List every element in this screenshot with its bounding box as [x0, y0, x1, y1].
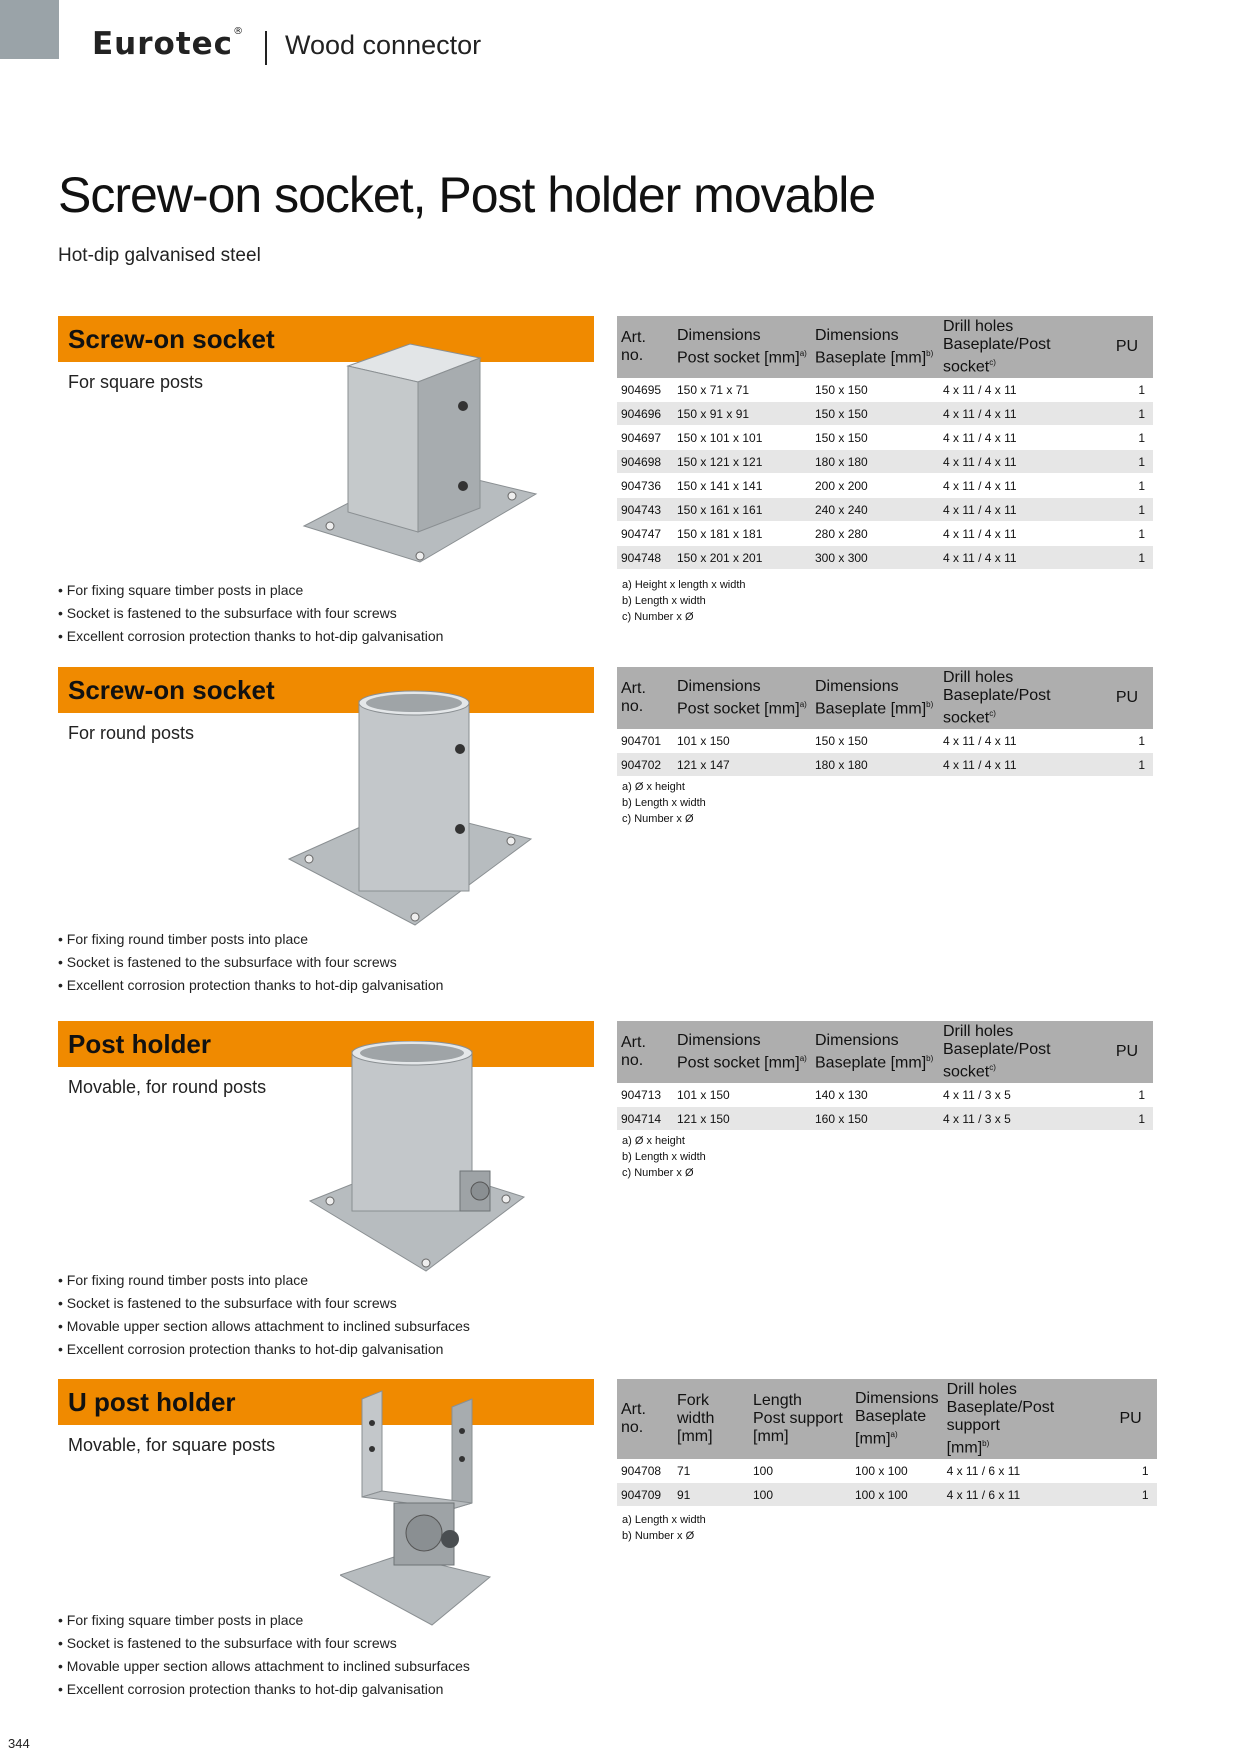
post-holder-image — [308, 1041, 526, 1272]
column-header: Art. no. — [617, 667, 673, 730]
footnote: b) Length x width — [622, 797, 706, 809]
section-title: Screw-on socket — [68, 324, 275, 354]
list-item: Socket is fastened to the subsurface wit… — [58, 602, 443, 625]
list-item: For fixing round timber posts into place — [58, 928, 443, 951]
page-number: 344 — [8, 1736, 30, 1751]
header-divider — [265, 31, 267, 65]
section-description: For round posts — [68, 723, 195, 743]
footnote: a) Height x length x width — [622, 579, 746, 591]
column-header: PU — [1101, 316, 1153, 379]
column-header: Art. no. — [617, 1379, 673, 1460]
footnote: c) Number x Ø — [622, 813, 694, 825]
section-header-bar: Post holder — [58, 1021, 594, 1067]
round-socket-image — [287, 690, 533, 926]
list-item: Socket is fastened to the subsurface wit… — [58, 951, 443, 974]
page-subtitle: Hot-dip galvanised steel — [58, 245, 261, 266]
list-item: Excellent corrosion protection thanks to… — [58, 625, 444, 648]
header-category: Wood connector — [285, 30, 482, 60]
footnote: b) Number x Ø — [622, 1530, 695, 1542]
page-corner-tab — [0, 0, 59, 59]
section-title: Screw-on socket — [68, 675, 275, 705]
table-footnotes: a) Length x width b) Number x Ø — [622, 1512, 706, 1544]
list-item: Movable upper section allows attachment … — [58, 1655, 470, 1678]
list-item: For fixing square timber posts in place — [58, 579, 443, 602]
page-title: Screw-on socket, Post holder movable — [58, 167, 876, 223]
table-footnotes: a) Ø x height b) Length x width c) Numbe… — [622, 1133, 706, 1181]
list-item: Movable upper section allows attachment … — [58, 1315, 470, 1338]
column-header: Fork width[mm] — [673, 1379, 749, 1460]
list-item: For fixing square timber posts in place — [58, 1609, 470, 1632]
table-footnotes: a) Ø x height b) Length x width c) Numbe… — [622, 779, 706, 827]
section-title: U post holder — [68, 1387, 236, 1417]
column-header: Art. no. — [617, 316, 673, 379]
section-title: Post holder — [68, 1029, 212, 1059]
section-description: For square posts — [68, 372, 204, 392]
footnote: c) Number x Ø — [622, 1167, 694, 1179]
footnote: b) Length x width — [622, 595, 706, 607]
section-description: Movable, for round posts — [68, 1077, 267, 1097]
feature-list: For fixing square timber posts in place … — [58, 579, 444, 648]
feature-list: For fixing round timber posts into place… — [58, 1269, 470, 1361]
section-description: Movable, for square posts — [68, 1435, 276, 1455]
column-header: PU — [1101, 1021, 1153, 1084]
column-header: Art. no. — [617, 1021, 673, 1084]
u-post-holder-image — [340, 1390, 492, 1626]
feature-list: For fixing square timber posts in place … — [58, 1609, 470, 1701]
column-header: PU — [1104, 1379, 1157, 1460]
table-footnotes: a) Height x length x width b) Length x w… — [622, 577, 746, 625]
feature-list: For fixing round timber posts into place… — [58, 928, 444, 997]
list-item: Excellent corrosion protection thanks to… — [58, 974, 444, 997]
brand-logo: Eurotec® — [92, 26, 245, 62]
section-header-bar: Screw-on socket — [58, 667, 594, 713]
list-item: Socket is fastened to the subsurface wit… — [58, 1292, 470, 1315]
section-header-bar: Screw-on socket — [58, 316, 594, 362]
list-item: Excellent corrosion protection thanks to… — [58, 1338, 470, 1361]
list-item: Excellent corrosion protection thanks to… — [58, 1678, 470, 1701]
footnote: b) Length x width — [622, 1151, 706, 1163]
footnote: a) Ø x height — [622, 1135, 685, 1147]
column-header: PU — [1101, 667, 1153, 730]
list-item: For fixing round timber posts into place — [58, 1269, 470, 1292]
list-item: Socket is fastened to the subsurface wit… — [58, 1632, 470, 1655]
section-header-bar: U post holder — [58, 1379, 594, 1425]
footnote: c) Number x Ø — [622, 611, 694, 623]
square-socket-image — [302, 343, 538, 563]
footnote: a) Ø x height — [622, 781, 685, 793]
footnote: a) Length x width — [622, 1514, 706, 1526]
